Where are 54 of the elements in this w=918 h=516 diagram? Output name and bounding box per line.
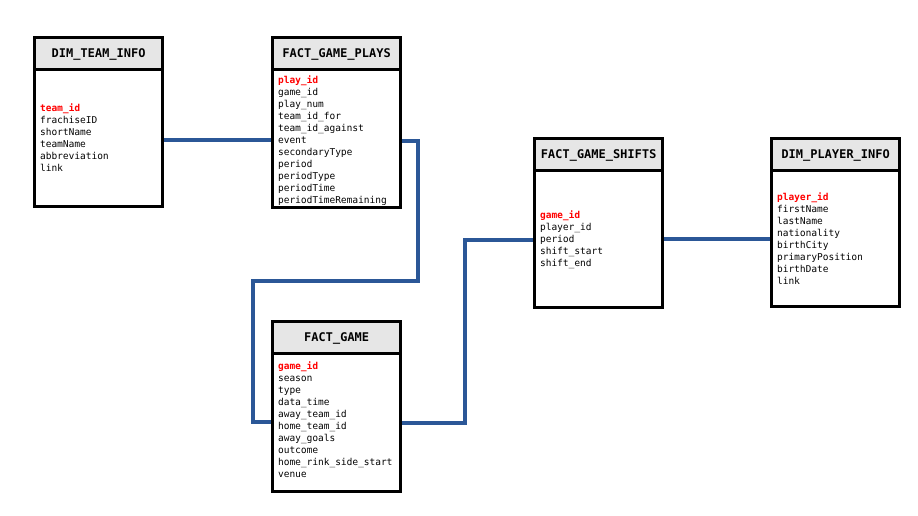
field-name: link — [40, 163, 63, 175]
field-name: type — [278, 385, 301, 397]
field-name: abbreviation — [40, 151, 109, 163]
field-name: data_time — [278, 397, 330, 409]
field-name: link — [777, 276, 800, 288]
field-name: shift_start — [540, 246, 603, 258]
field-name: nationality — [777, 228, 840, 240]
field-name: season — [278, 373, 312, 385]
primary-key-field: player_id — [777, 192, 828, 204]
field-name: away_team_id — [278, 409, 347, 421]
table-header: DIM_PLAYER_INFO — [773, 140, 898, 172]
table-box — [271, 36, 402, 209]
field-name: birthDate — [777, 264, 828, 276]
table-header: FACT_GAME_SHIFTS — [536, 140, 661, 172]
field-name: home_rink_side_start — [278, 457, 392, 469]
table-header: FACT_GAME_PLAYS — [274, 39, 399, 71]
field-name: shift_end — [540, 258, 592, 270]
field-name: primaryPosition — [777, 252, 863, 264]
field-name: home_team_id — [278, 421, 347, 433]
field-name: frachiseID — [40, 115, 98, 127]
field-name: periodTimeRemaining — [278, 195, 387, 207]
connector-line — [664, 237, 770, 241]
field-name: team_id_against — [278, 123, 364, 135]
field-name: secondaryType — [278, 147, 352, 159]
field-name: teamName — [40, 139, 86, 151]
table-box — [770, 137, 901, 308]
field-name: period — [278, 159, 312, 171]
field-name: away_goals — [278, 433, 336, 445]
field-name: event — [278, 135, 307, 147]
field-name: game_id — [278, 87, 318, 99]
connector-line — [402, 238, 533, 425]
table-box — [33, 36, 164, 208]
table-header: FACT_GAME — [274, 323, 399, 355]
field-name: player_id — [540, 222, 592, 234]
primary-key-field: team_id — [40, 103, 80, 115]
field-name: venue — [278, 469, 307, 481]
field-name: team_id_for — [278, 111, 341, 123]
primary-key-field: play_id — [278, 75, 318, 87]
table-box — [271, 320, 402, 493]
field-name: outcome — [278, 445, 318, 457]
field-name: periodType — [278, 171, 336, 183]
field-name: play_num — [278, 99, 324, 111]
connector-line — [251, 139, 420, 424]
field-name: firstName — [777, 204, 828, 216]
primary-key-field: game_id — [278, 361, 318, 373]
primary-key-field: game_id — [540, 210, 580, 222]
connector-line — [164, 138, 271, 142]
field-name: birthCity — [777, 240, 828, 252]
table-header: DIM_TEAM_INFO — [36, 39, 161, 71]
field-name: period — [540, 234, 574, 246]
table-box — [533, 137, 664, 309]
field-name: periodTime — [278, 183, 336, 195]
field-name: shortName — [40, 127, 92, 139]
field-name: lastName — [777, 216, 823, 228]
